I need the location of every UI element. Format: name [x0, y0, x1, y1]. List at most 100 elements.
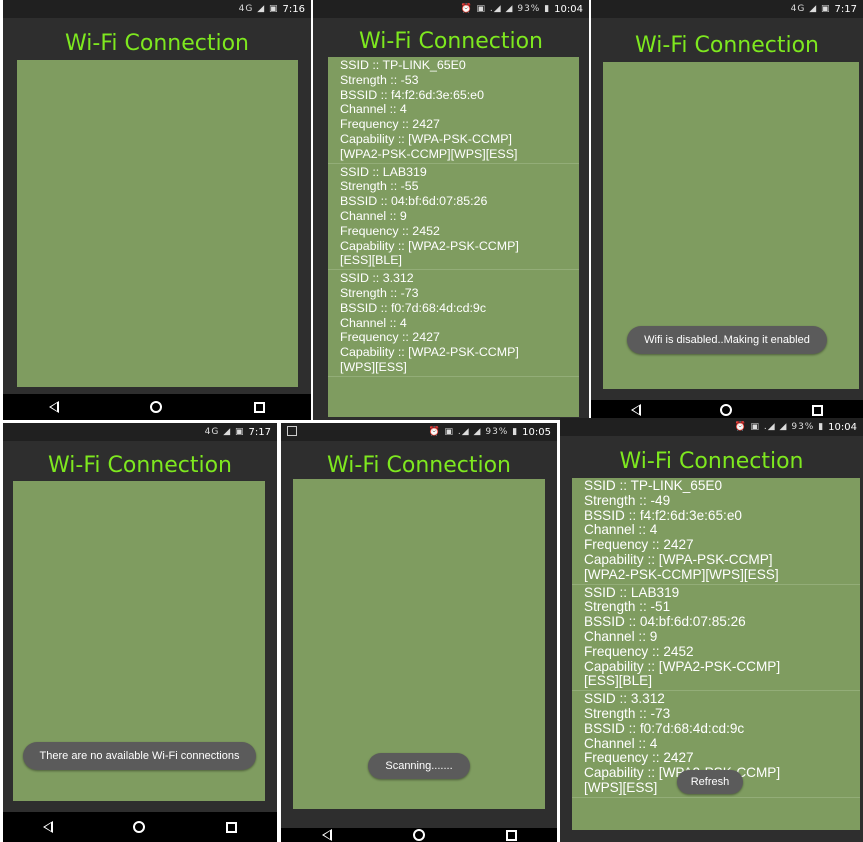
- status-icons: 4G ◢ ▣: [204, 427, 245, 437]
- status-time: 10:04: [554, 3, 583, 15]
- wifi-capability: Capability :: [WPA2-PSK-CCMP]: [340, 345, 519, 360]
- notification-icon: [287, 426, 297, 436]
- wifi-channel: Channel :: 4: [340, 102, 407, 117]
- recent-apps-icon[interactable]: [225, 821, 237, 833]
- home-icon[interactable]: [720, 404, 733, 416]
- phone-screen-2: ⏰ ▣ .◢ ◢ 93% ▮ 10:04 Wi-Fi Connection SS…: [313, 0, 589, 420]
- status-icons: ⏰ ▣ .◢ ◢ 93% ▮: [734, 422, 825, 432]
- status-bar: ⏰ ▣ .◢ ◢ 93% ▮ 10:04: [560, 418, 863, 436]
- status-time: 7:17: [834, 3, 857, 15]
- home-icon[interactable]: [412, 829, 425, 841]
- wifi-channel: Channel :: 4: [584, 735, 658, 751]
- wifi-frequency: Frequency :: 2427: [340, 330, 440, 345]
- wifi-strength: Strength :: -55: [340, 179, 419, 194]
- phone-screen-5: ⏰ ▣ .◢ ◢ 93% ▮ 10:05 Wi-Fi Connection Sc…: [281, 423, 557, 842]
- toast-message: Wifi is disabled..Making it enabled: [627, 326, 827, 354]
- back-icon[interactable]: [43, 821, 54, 833]
- wifi-bssid: BSSID :: 04:bf:6d:07:85:26: [584, 614, 746, 630]
- wifi-strength: Strength :: -73: [584, 705, 671, 721]
- app-title: Wi-Fi Connection: [359, 29, 543, 54]
- status-bar: 4G ◢ ▣ 7:16: [3, 0, 311, 18]
- wifi-frequency: Frequency :: 2427: [584, 537, 694, 553]
- wifi-ssid: SSID :: TP-LINK_65E0: [584, 478, 723, 493]
- status-time: 7:17: [248, 426, 271, 438]
- wifi-list-panel[interactable]: [17, 60, 298, 387]
- wifi-ssid: SSID :: LAB319: [584, 584, 680, 600]
- status-bar: 4G ◢ ▣ 7:17: [591, 0, 863, 18]
- app-title: Wi-Fi Connection: [48, 453, 232, 478]
- status-bar: ⏰ ▣ .◢ ◢ 93% ▮ 10:04: [313, 0, 589, 18]
- home-icon[interactable]: [150, 401, 163, 413]
- wifi-channel: Channel :: 4: [584, 522, 658, 538]
- wifi-strength: Strength :: -53: [340, 72, 419, 87]
- app-title: Wi-Fi Connection: [635, 33, 819, 58]
- phone-screen-4: 4G ◢ ▣ 7:17 Wi-Fi Connection There are n…: [3, 423, 277, 842]
- wifi-ssid: SSID :: TP-LINK_65E0: [340, 58, 466, 72]
- recent-apps-icon[interactable]: [254, 401, 266, 413]
- status-icons: ⏰ ▣ .◢ ◢ 93% ▮: [460, 4, 551, 14]
- wifi-bssid: BSSID :: 04:bf:6d:07:85:26: [340, 194, 488, 209]
- nav-bar: [3, 394, 311, 420]
- wifi-strength: Strength :: -49: [584, 492, 671, 508]
- nav-bar: [281, 828, 557, 842]
- wifi-capability: Capability :: [WPA-PSK-CCMP]: [340, 131, 512, 146]
- back-icon[interactable]: [630, 404, 641, 416]
- wifi-frequency: Frequency :: 2427: [584, 750, 694, 766]
- app-title: Wi-Fi Connection: [619, 449, 804, 474]
- refresh-button[interactable]: Refresh: [677, 770, 743, 794]
- status-bar: 4G ◢ ▣ 7:17: [3, 423, 277, 441]
- wifi-frequency: Frequency :: 2452: [584, 643, 694, 659]
- wifi-strength: Strength :: -73: [340, 285, 419, 300]
- wifi-capability-cont: [WPS][ESS]: [584, 779, 658, 795]
- app-title: Wi-Fi Connection: [327, 453, 511, 478]
- nav-bar: [3, 812, 277, 842]
- status-icons: 4G ◢ ▣: [790, 4, 831, 14]
- status-time: 10:04: [828, 421, 857, 433]
- toast-message: Scanning.......: [368, 753, 470, 779]
- wifi-bssid: BSSID :: f4:f2:6d:3e:65:e0: [584, 507, 742, 523]
- home-icon[interactable]: [133, 821, 146, 833]
- recent-apps-icon[interactable]: [505, 829, 517, 841]
- wifi-capability: Capability :: [WPA2-PSK-CCMP]: [340, 238, 519, 253]
- wifi-strength: Strength :: -51: [584, 599, 671, 615]
- status-time: 7:16: [282, 3, 305, 15]
- status-icons: 4G ◢ ▣: [238, 4, 279, 14]
- status-bar: ⏰ ▣ .◢ ◢ 93% ▮ 10:05: [281, 423, 557, 441]
- wifi-bssid: BSSID :: f0:7d:68:4d:cd:9c: [340, 300, 487, 315]
- recent-apps-icon[interactable]: [812, 404, 824, 416]
- wifi-ssid: SSID :: LAB319: [340, 164, 427, 179]
- wifi-capability-cont: [WPA2-PSK-CCMP][WPS][ESS]: [340, 146, 518, 161]
- wifi-ssid: SSID :: 3.312: [340, 271, 414, 286]
- toast-message: There are no available Wi-Fi connections: [23, 742, 256, 770]
- wifi-capability-cont: [WPS][ESS]: [340, 359, 407, 374]
- back-icon[interactable]: [48, 401, 59, 413]
- wifi-channel: Channel :: 9: [340, 208, 407, 223]
- wifi-channel: Channel :: 9: [584, 628, 658, 644]
- wifi-capability: Capability :: [WPA2-PSK-CCMP]: [584, 658, 781, 674]
- back-icon[interactable]: [321, 829, 332, 841]
- wifi-frequency: Frequency :: 2427: [340, 117, 440, 132]
- phone-screen-3: 4G ◢ ▣ 7:17 Wi-Fi Connection Wifi is dis…: [591, 0, 863, 420]
- wifi-bssid: BSSID :: f4:f2:6d:3e:65:e0: [340, 87, 484, 102]
- nav-bar: [591, 400, 863, 420]
- phone-screen-6: ⏰ ▣ .◢ ◢ 93% ▮ 10:04 Wi-Fi Connection SS…: [560, 418, 863, 842]
- wifi-capability-cont: [WPA2-PSK-CCMP][WPS][ESS]: [584, 566, 779, 582]
- wifi-capability-cont: [ESS][BLE]: [584, 673, 653, 689]
- wifi-capability-cont: [ESS][BLE]: [340, 253, 402, 268]
- wifi-frequency: Frequency :: 2452: [340, 223, 440, 238]
- wifi-bssid: BSSID :: f0:7d:68:4d:cd:9c: [584, 720, 745, 736]
- status-icons: ⏰ ▣ .◢ ◢ 93% ▮: [428, 427, 519, 437]
- app-title: Wi-Fi Connection: [65, 31, 249, 56]
- wifi-ssid: SSID :: 3.312: [584, 691, 665, 707]
- wifi-channel: Channel :: 4: [340, 315, 407, 330]
- phone-screen-1: 4G ◢ ▣ 7:16 Wi-Fi Connection: [3, 0, 311, 420]
